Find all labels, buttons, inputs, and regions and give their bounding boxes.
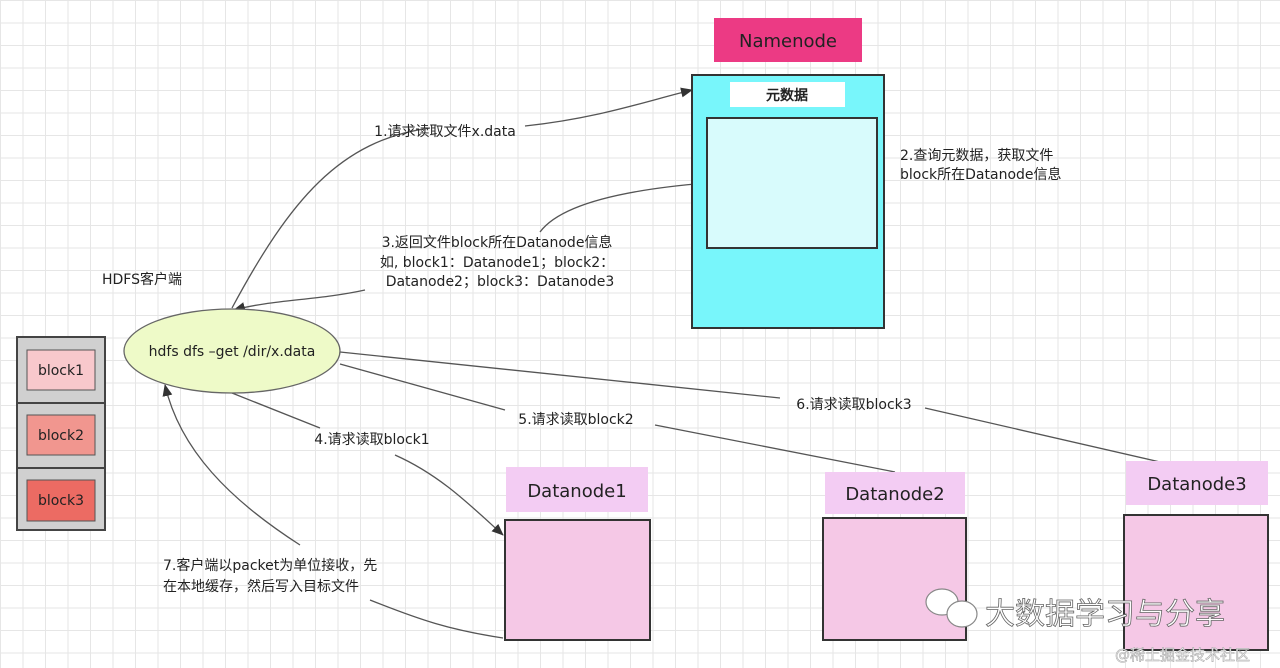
step2-line1: 2.查询元数据，获取文件	[900, 148, 1053, 164]
block1	[26, 349, 96, 391]
client-command: hdfs dfs –get /dir/x.data	[149, 344, 316, 360]
metadata-label: 元数据	[766, 87, 808, 104]
step6-label: 6.请求读取block3	[796, 396, 911, 413]
watermark-main: 大数据学习与分享	[985, 597, 1225, 632]
watermark-sub: @稀土掘金技术社区	[1115, 646, 1250, 664]
step3-line1: 3.返回文件block所在Datanode信息	[382, 234, 613, 251]
datanode3-title-box	[1126, 461, 1268, 505]
wechat-icon	[925, 588, 978, 628]
metadata-label-box	[730, 82, 845, 107]
client-label: HDFS客户端	[102, 271, 182, 288]
datanode2-title: Datanode2	[845, 484, 944, 505]
step1-label: 1.请求读取文件x.data	[374, 123, 516, 140]
datanode3-title: Datanode3	[1147, 474, 1246, 495]
step7-line2: 在本地缓存，然后写入目标文件	[163, 578, 359, 595]
block3	[26, 479, 96, 522]
block2	[26, 414, 96, 456]
namenode-title: Namenode	[739, 31, 837, 52]
datanode2-box	[822, 517, 967, 641]
namenode-title-box	[714, 18, 862, 62]
datanode3-box	[1123, 514, 1269, 651]
datanode1-title: Datanode1	[527, 481, 626, 502]
step3-line3: Datanode2；block3：Datanode3	[386, 274, 615, 290]
arrow-step1	[231, 90, 692, 309]
datanode2-title-box	[825, 472, 965, 514]
arrow-step3	[234, 182, 708, 310]
datanode1-title-box	[506, 467, 648, 512]
block2-label: block2	[38, 428, 84, 444]
client-node	[123, 308, 341, 394]
step4-label: 4.请求读取block1	[314, 431, 429, 448]
arrow-step7	[165, 385, 504, 639]
block3-label: block3	[38, 493, 84, 509]
block1-label: block1	[38, 363, 84, 379]
step7-line1: 7.客户端以packet为单位接收，先	[163, 557, 377, 574]
datanode1-box	[504, 519, 651, 641]
metadata-box	[706, 117, 878, 249]
line-step5	[339, 363, 896, 473]
step3-line2: 如, block1：Datanode1；block2：	[380, 255, 614, 271]
step2-line2: block所在Datanode信息	[900, 166, 1062, 183]
step5-label: 5.请求读取block2	[518, 411, 633, 428]
line-step6	[339, 351, 1161, 463]
arrow-step4	[231, 392, 503, 535]
